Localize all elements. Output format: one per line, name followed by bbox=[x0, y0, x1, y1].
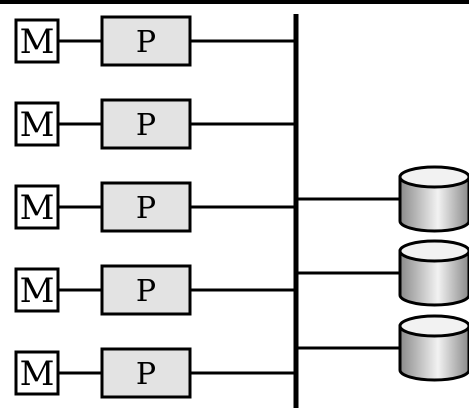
processor-label: P bbox=[136, 25, 156, 60]
processor-label: P bbox=[136, 108, 156, 143]
memory-label: M bbox=[20, 354, 55, 394]
processor-box bbox=[100, 15, 192, 67]
memory-box bbox=[14, 18, 60, 64]
memory-box bbox=[14, 267, 60, 313]
disk-icon bbox=[398, 324, 469, 382]
disk-3 bbox=[398, 314, 469, 382]
processor-label: P bbox=[136, 191, 156, 226]
memory-label: M bbox=[20, 271, 55, 311]
processor-box bbox=[100, 264, 192, 316]
disk-top bbox=[398, 165, 469, 189]
memory-label: M bbox=[20, 188, 55, 228]
processor-label: P bbox=[136, 357, 156, 392]
processor-box bbox=[100, 181, 192, 233]
processor-box bbox=[100, 347, 192, 399]
processor-label: P bbox=[136, 274, 156, 309]
disk-1 bbox=[398, 165, 469, 233]
memory-box bbox=[14, 350, 60, 396]
disk-2 bbox=[398, 239, 469, 307]
processor-box bbox=[100, 98, 192, 150]
memory-label: M bbox=[20, 22, 55, 62]
memory-box bbox=[14, 101, 60, 147]
disk-top bbox=[398, 239, 469, 263]
disk-icon bbox=[398, 249, 469, 307]
disk-top bbox=[398, 314, 469, 338]
memory-label: M bbox=[20, 105, 55, 145]
disk-icon bbox=[398, 175, 469, 233]
memory-box bbox=[14, 184, 60, 230]
